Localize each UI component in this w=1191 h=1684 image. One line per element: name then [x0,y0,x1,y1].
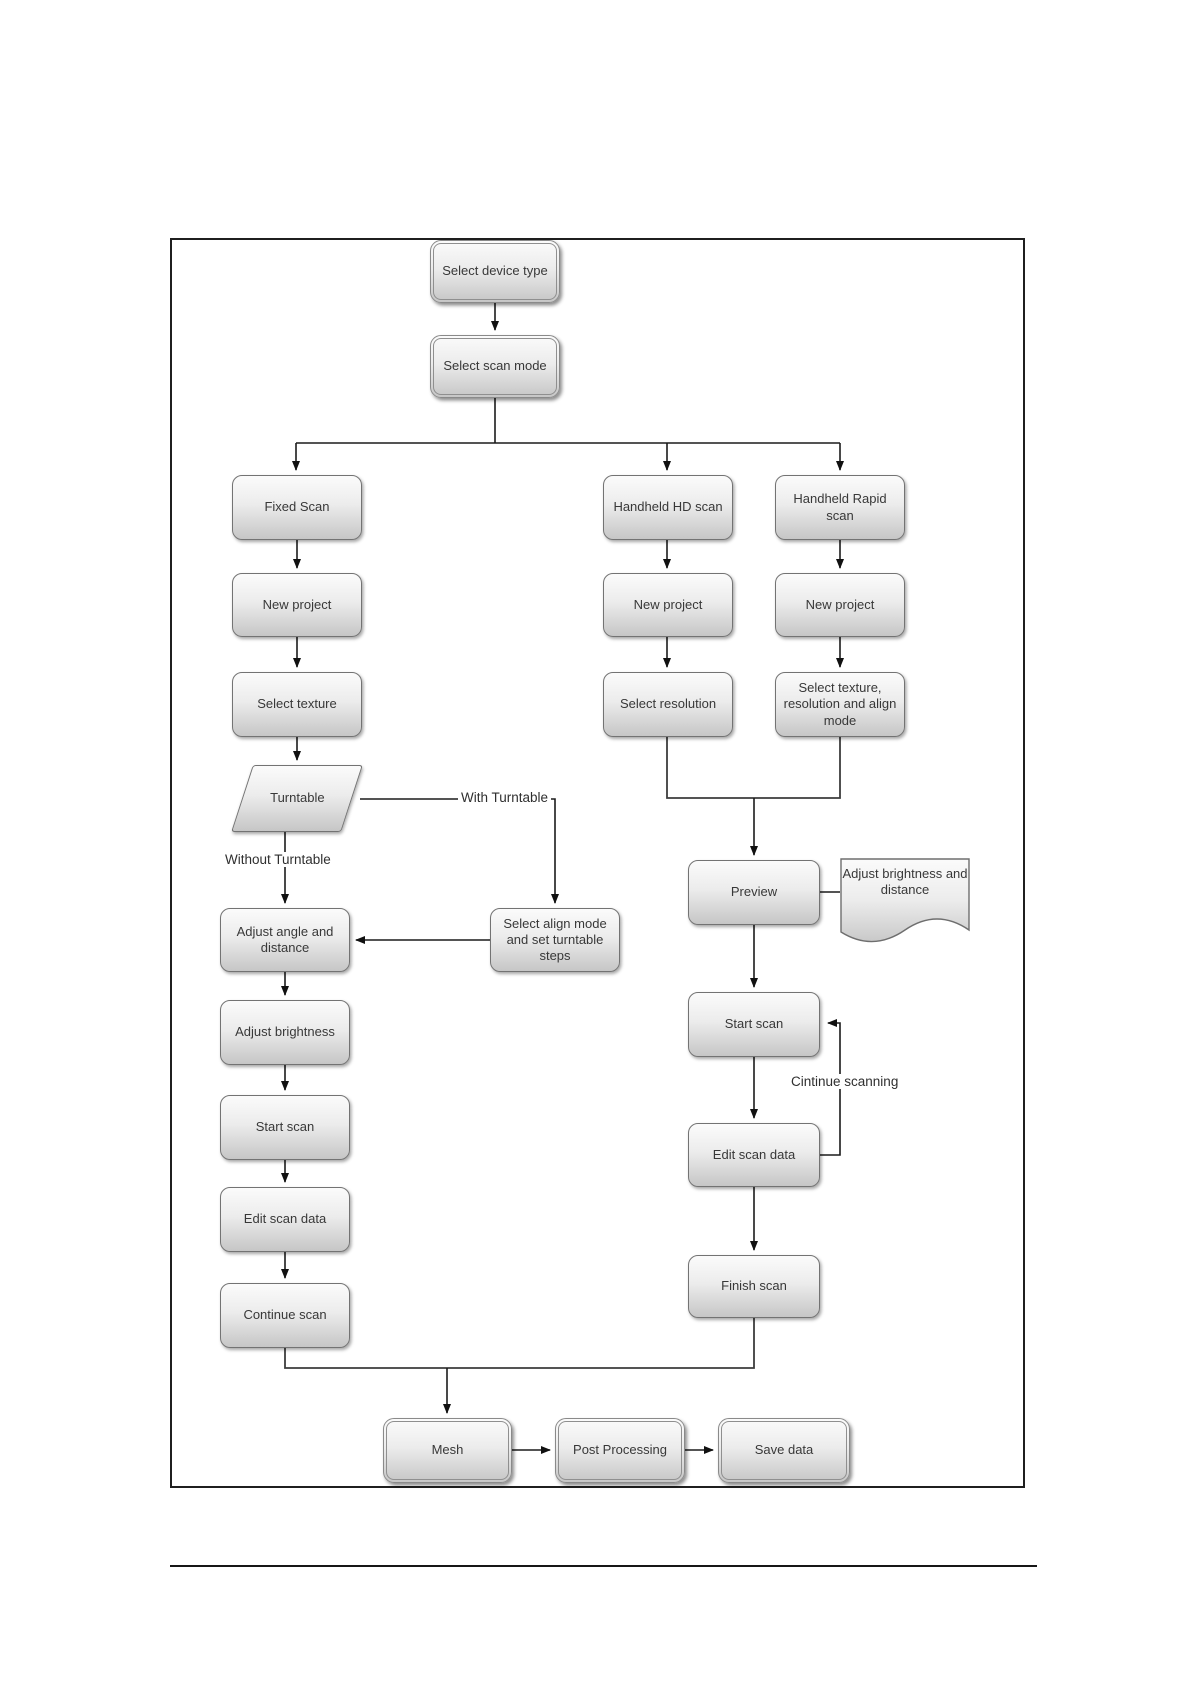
node-preview: Preview [688,860,820,925]
node-adjust-brightness-distance: Adjust brightness and distance [840,858,970,950]
node-post-processing: Post Processing [555,1418,685,1483]
diagram-frame [170,238,1025,1488]
node-fixed-scan: Fixed Scan [232,475,362,540]
node-mesh: Mesh [383,1418,512,1483]
node-continue-scan: Continue scan [220,1283,350,1348]
node-handheld-rapid-scan: Handheld Rapid scan [775,475,905,540]
node-start-scan-right: Start scan [688,992,820,1057]
edge-label-continue-scanning: Cintinue scanning [788,1074,902,1089]
node-new-project-left: New project [232,573,362,637]
node-edit-scan-data-right: Edit scan data [688,1123,820,1187]
node-select-align-mode: Select align mode and set turntable step… [490,908,620,972]
footer-rule [170,1565,1037,1567]
node-new-project-mid: New project [603,573,733,637]
node-start-scan-left: Start scan [220,1095,350,1160]
node-new-project-right: New project [775,573,905,637]
turntable-label: Turntable [269,790,325,806]
node-select-resolution: Select resolution [603,672,733,737]
document-label: Adjust brightness and distance [842,866,968,898]
node-adjust-brightness: Adjust brightness [220,1000,350,1065]
node-select-scan-mode: Select scan mode [430,335,560,398]
node-turntable: Turntable [231,765,363,832]
node-edit-scan-data-left: Edit scan data [220,1187,350,1252]
node-select-device-type: Select device type [430,240,560,303]
edge-label-with-turntable: With Turntable [458,790,552,805]
edge-label-without-turntable: Without Turntable [222,852,334,867]
document-shape [840,858,970,943]
node-adjust-angle-distance: Adjust angle and distance [220,908,350,972]
node-finish-scan: Finish scan [688,1255,820,1318]
node-save-data: Save data [718,1418,850,1483]
node-select-texture-resolution-align: Select texture, resolution and align mod… [775,672,905,737]
node-select-texture: Select texture [232,672,362,737]
node-handheld-hd-scan: Handheld HD scan [603,475,733,540]
